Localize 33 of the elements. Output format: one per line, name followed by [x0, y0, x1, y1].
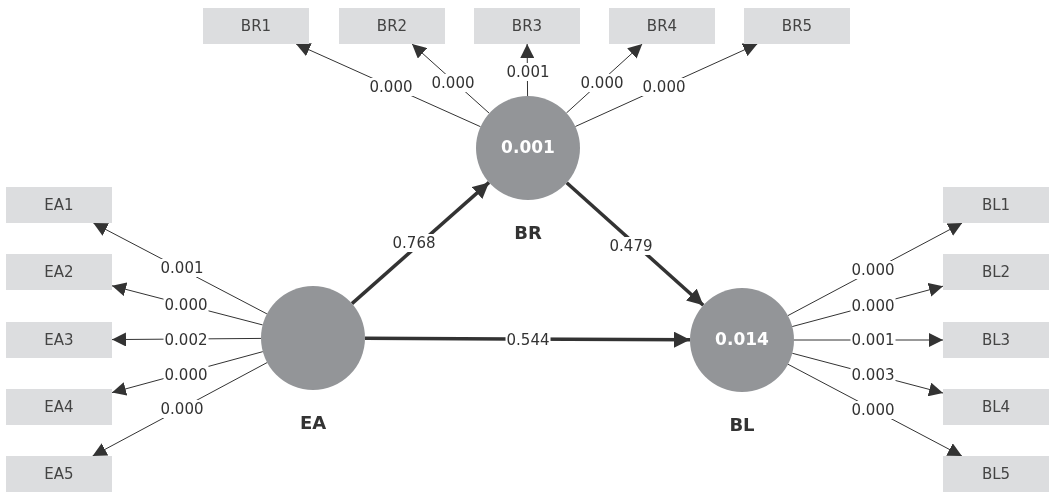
indicator-box: BR3 — [474, 8, 580, 44]
indicator-box: EA4 — [6, 389, 112, 425]
edge-label: 0.768 — [391, 234, 437, 252]
edge-label: 0.000 — [850, 297, 896, 315]
indicator-box: BR5 — [744, 8, 850, 44]
construct-name: BL — [729, 414, 755, 436]
edge-label: 0.000 — [641, 78, 687, 96]
construct-name: EA — [299, 412, 327, 434]
indicator-box: BR4 — [609, 8, 715, 44]
edge-label: 0.000 — [159, 400, 205, 418]
arrow — [350, 181, 491, 305]
edge-label: 0.000 — [579, 74, 625, 92]
edge-label: 0.001 — [159, 259, 205, 277]
indicator-box: BL3 — [943, 322, 1049, 358]
edge-label: 0.000 — [163, 296, 209, 314]
edge-label: 0.001 — [505, 63, 551, 81]
edge-label: 0.000 — [850, 401, 896, 419]
indicator-box: BR1 — [203, 8, 309, 44]
edge-label: 0.479 — [608, 237, 654, 255]
edge-label: 0.000 — [850, 261, 896, 279]
edge-label: 0.000 — [430, 74, 476, 92]
indicator-box: BR2 — [339, 8, 445, 44]
indicator-box: BL5 — [943, 456, 1049, 492]
indicator-box: EA3 — [6, 322, 112, 358]
edge-label: 0.000 — [368, 78, 414, 96]
indicator-box: BL4 — [943, 389, 1049, 425]
indicator-box: BL2 — [943, 254, 1049, 290]
construct-name: BR — [514, 222, 542, 244]
indicator-box: EA2 — [6, 254, 112, 290]
indicator-box: EA1 — [6, 187, 112, 223]
indicator-box: EA5 — [6, 456, 112, 492]
edge-label: 0.003 — [850, 366, 896, 384]
indicator-box: BL1 — [943, 187, 1049, 223]
